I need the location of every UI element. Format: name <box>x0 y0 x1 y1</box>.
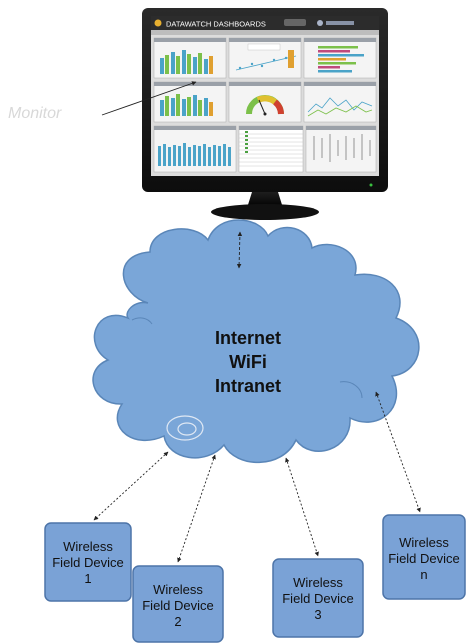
monitor-neck <box>247 192 283 208</box>
device-box-3: Wireless Field Device 3 <box>272 558 364 638</box>
device-2-link <box>177 454 216 563</box>
device-box-2: Wireless Field Device 2 <box>132 565 224 643</box>
device-n-link <box>375 391 421 513</box>
dashboard-panel-gauge <box>228 81 302 123</box>
dashboard-header <box>151 16 379 30</box>
monitor-base <box>211 204 319 220</box>
device-label: Field Device <box>388 551 460 566</box>
dashboard-panel-table <box>238 125 304 173</box>
device-label: 2 <box>174 614 181 629</box>
cloud-label-internet: Internet <box>215 328 281 348</box>
device-box-1: Wireless Field Device 1 <box>44 522 132 602</box>
dashboard-panel-hbar-chart <box>303 37 377 79</box>
device-1-link <box>93 451 169 521</box>
dashboard-panel-line-chart <box>303 81 377 123</box>
device-label: 3 <box>314 607 321 622</box>
device-label: Wireless <box>399 535 449 550</box>
dashboard-panel-bar-chart-3 <box>153 125 237 173</box>
device-label: 1 <box>84 571 91 586</box>
monitor: DATAWATCH DASHBOARDS <box>142 8 388 220</box>
dashboard-tab-strip <box>151 30 379 35</box>
dashboard-brand-icon <box>317 20 323 26</box>
dashboard-panel-bar-chart-1 <box>153 37 227 79</box>
dashboard-title: DATAWATCH DASHBOARDS <box>166 20 266 29</box>
cloud-swirl <box>177 422 197 436</box>
device-label: Field Device <box>282 591 354 606</box>
connectors <box>93 231 421 563</box>
dashboard-panel-bar-chart-2 <box>153 81 227 123</box>
cloud-swirl <box>166 415 204 441</box>
device-label: n <box>420 567 427 582</box>
device-label: Wireless <box>293 575 343 590</box>
cloud-label-intranet: Intranet <box>215 376 281 396</box>
dashboard-logo-icon <box>154 19 162 27</box>
device-label: Wireless <box>153 582 203 597</box>
cloud-detail <box>131 317 153 325</box>
dashboard-panel-box-chart <box>305 125 377 173</box>
device-3-link <box>285 457 319 557</box>
device-label: Field Device <box>142 598 214 613</box>
device-label: Wireless <box>63 539 113 554</box>
monitor-annotation: Monitor <box>8 105 62 122</box>
device-box-n: Wireless Field Device n <box>382 514 466 600</box>
monitor-cloud-link <box>236 231 243 269</box>
cloud-label-wifi: WiFi <box>229 352 267 372</box>
device-label: Field Device <box>52 555 124 570</box>
power-led <box>369 183 373 187</box>
dashboard-brand-mark <box>326 21 354 25</box>
dashboard-panel-scatter <box>228 37 302 79</box>
annotation-arrow <box>101 81 197 116</box>
dashboard-header-control <box>284 19 306 26</box>
cloud-detail <box>339 381 363 399</box>
